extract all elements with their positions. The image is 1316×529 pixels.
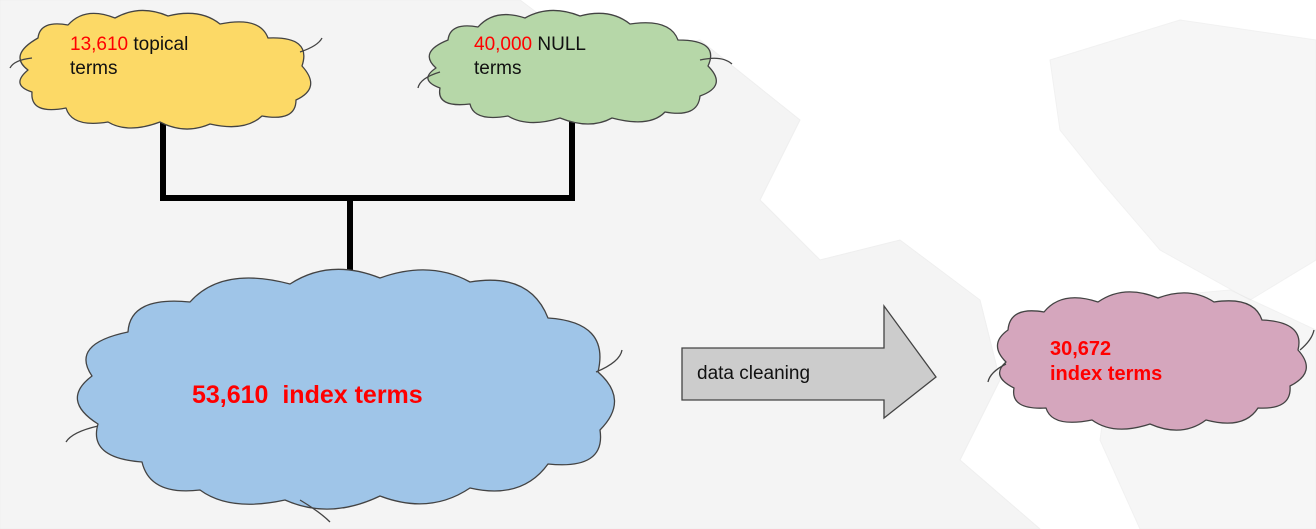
index-terms-label: 53,610 index terms <box>192 381 423 409</box>
null-terms-cloud <box>417 9 733 125</box>
null-terms-label-line2: terms <box>474 57 522 79</box>
topical-count: 13,610 <box>70 34 129 55</box>
null-terms-label: 40,000 NULL terms <box>474 33 586 81</box>
cleaned-index-terms-cloud <box>987 291 1315 431</box>
index-terms-cloud <box>65 268 623 523</box>
cleaned-count: 30,672 <box>1050 338 1112 360</box>
topical-terms-label-line1: 13,610 topical <box>70 33 188 57</box>
data-cleaning-label: data cleaning <box>697 363 811 384</box>
topical-terms-label-line2: terms <box>70 57 118 79</box>
null-count: 40,000 <box>474 34 533 55</box>
topical-terms-label: 13,610 topical terms <box>70 33 188 81</box>
data-cleaning-arrow <box>681 304 937 420</box>
cleaned-text: index terms <box>1050 363 1163 385</box>
null-text: NULL <box>532 34 586 55</box>
cleaned-index-terms-label: 30,672 index terms <box>1050 337 1162 387</box>
topical-terms-cloud <box>9 9 323 130</box>
null-terms-label-line1: 40,000 NULL <box>474 33 586 57</box>
topical-text: topical <box>128 34 189 55</box>
